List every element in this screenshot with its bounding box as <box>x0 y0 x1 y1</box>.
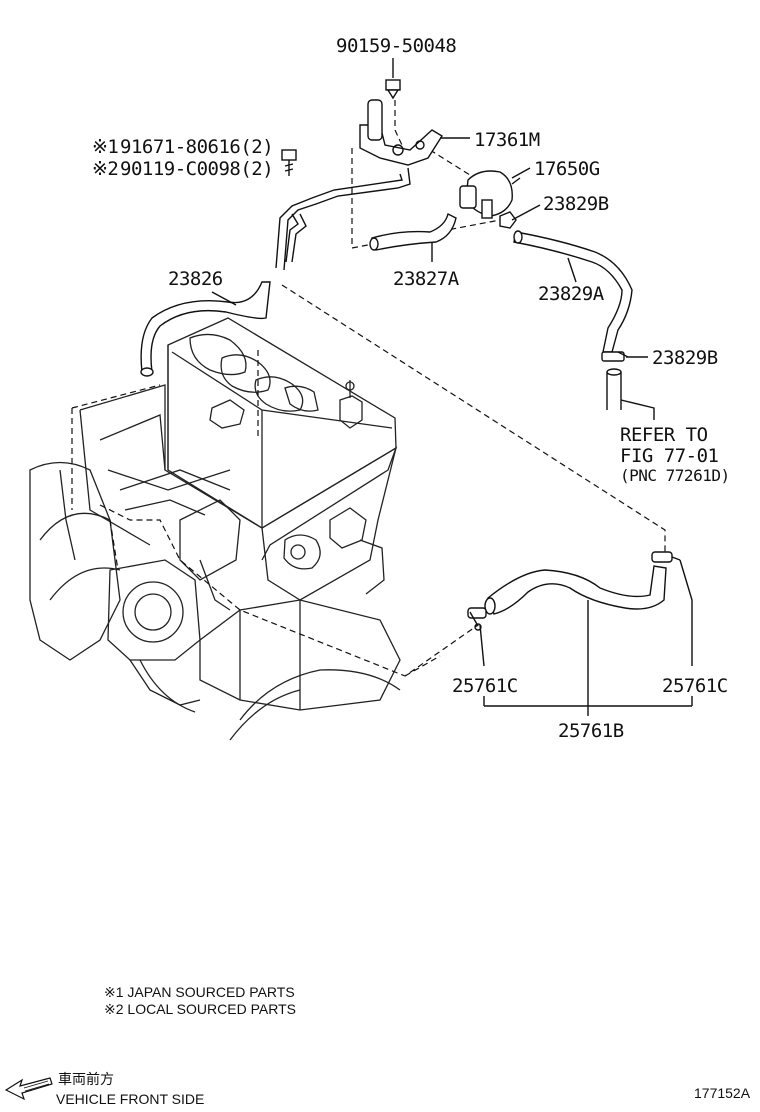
front-label-jp: 車両前方 <box>58 1071 114 1087</box>
hose-23827A[interactable] <box>369 212 457 251</box>
clamp-23829B-mid[interactable] <box>601 351 629 362</box>
label-23829B-mid[interactable]: 23829B <box>652 347 718 369</box>
mark-japan: ※1 <box>92 136 118 158</box>
legend-note-local: ※2 LOCAL SOURCED PARTS <box>104 1001 296 1017</box>
label-17650G[interactable]: 17650G <box>534 158 600 180</box>
mark-local: ※2 <box>92 158 118 180</box>
refer-line-1: REFER TO <box>620 424 708 446</box>
refer-line-3: (PNC 77261D) <box>620 466 730 485</box>
label-23829B-top[interactable]: 23829B <box>543 193 609 215</box>
label-17361M[interactable]: 17361M <box>474 129 540 151</box>
refer-line-2[interactable]: FIG 77-01 <box>620 445 719 467</box>
hose-refer-stub <box>606 368 622 410</box>
label-90119-C0098[interactable]: 90119-C0098(2) <box>120 158 274 180</box>
bolt-91671-90119[interactable] <box>281 149 297 176</box>
legend-note-japan: ※1 JAPAN SOURCED PARTS <box>104 984 295 1000</box>
bolt-90159-50048[interactable] <box>385 79 401 100</box>
clamp-25761C-right[interactable] <box>651 551 681 563</box>
leader-lines <box>211 58 693 716</box>
label-25761C-left[interactable]: 25761C <box>452 675 518 697</box>
label-23829A[interactable]: 23829A <box>538 283 605 305</box>
bracket-17361M[interactable] <box>359 99 443 166</box>
clamp-23829B-top[interactable] <box>499 211 517 229</box>
engine-illustration <box>29 317 401 741</box>
legend: ※1 JAPAN SOURCED PARTS ※2 LOCAL SOURCED … <box>104 984 296 1017</box>
label-23826[interactable]: 23826 <box>168 268 223 290</box>
pipe-23826[interactable] <box>140 167 411 377</box>
label-91671-80616[interactable]: 91671-80616(2) <box>120 136 274 158</box>
label-23827A[interactable]: 23827A <box>393 268 460 290</box>
label-25761B[interactable]: 25761B <box>558 720 624 742</box>
part-labels: 90159-50048 17361M 17650G 23829B 23827A … <box>92 35 730 742</box>
label-90159-50048[interactable]: 90159-50048 <box>336 35 457 57</box>
hose-25761B[interactable] <box>484 565 667 615</box>
figure-id: 177152A <box>694 1085 751 1101</box>
valve-17650G[interactable] <box>459 170 521 219</box>
arrow-left-icon <box>4 1077 53 1101</box>
front-label-en: VEHICLE FRONT SIDE <box>56 1091 204 1107</box>
clamp-25761C-left[interactable] <box>467 607 487 631</box>
footer: 車両前方 VEHICLE FRONT SIDE 177152A <box>4 1071 751 1107</box>
label-25761C-right[interactable]: 25761C <box>662 675 728 697</box>
